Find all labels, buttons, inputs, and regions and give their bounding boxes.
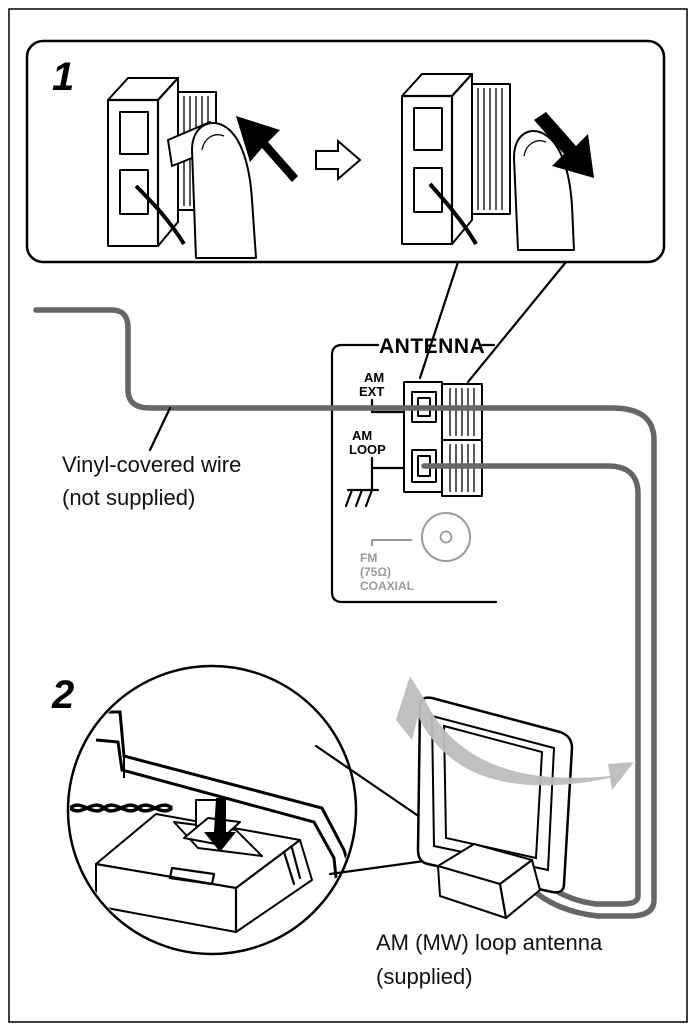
step1-panel: 1: [25, 39, 666, 264]
callout-line-right: [466, 260, 568, 384]
rear-panel: ANTENNA AM EXT AM LOOP FM (: [330, 335, 498, 604]
vinyl-wire-caption-2: (not supplied): [62, 485, 195, 510]
am-loop-label-1: AM: [352, 428, 372, 443]
ground-icon: [344, 466, 380, 508]
step1-number: 1: [52, 55, 74, 99]
rotate-arrow-icon: [396, 676, 634, 790]
am-ext-label-2: EXT: [359, 384, 384, 399]
then-arrow-icon: [315, 138, 362, 182]
am-loop-label-2: LOOP: [349, 442, 386, 457]
vinyl-wire-leader-line: [148, 406, 172, 452]
antenna-base-magnified-view: [66, 664, 358, 956]
antenna-title: ANTENNA: [379, 335, 485, 358]
step2-number: 2: [51, 673, 74, 717]
loop-antenna-caption-1: AM (MW) loop antenna: [376, 930, 603, 955]
am-ext-label-1: AM: [364, 370, 384, 385]
vinyl-wire-caption-1: Vinyl-covered wire: [62, 452, 241, 477]
outer-frame: [8, 8, 688, 1023]
terminal-press-illustration: [106, 76, 298, 259]
loop-antenna-wire-1: [421, 405, 657, 919]
fm-label-3: COAXIAL: [360, 579, 414, 593]
am-terminal-block: [403, 381, 483, 497]
fm-label-2: (75Ω): [360, 565, 391, 579]
fm-label-1: FM: [360, 551, 377, 565]
callout-line-left: [418, 260, 460, 380]
terminal-release-illustration: [400, 72, 594, 251]
magnify-callout-top: [314, 744, 438, 830]
vinyl-covered-wire: [33, 307, 427, 411]
loop-antenna-caption-2: (supplied): [376, 964, 473, 989]
